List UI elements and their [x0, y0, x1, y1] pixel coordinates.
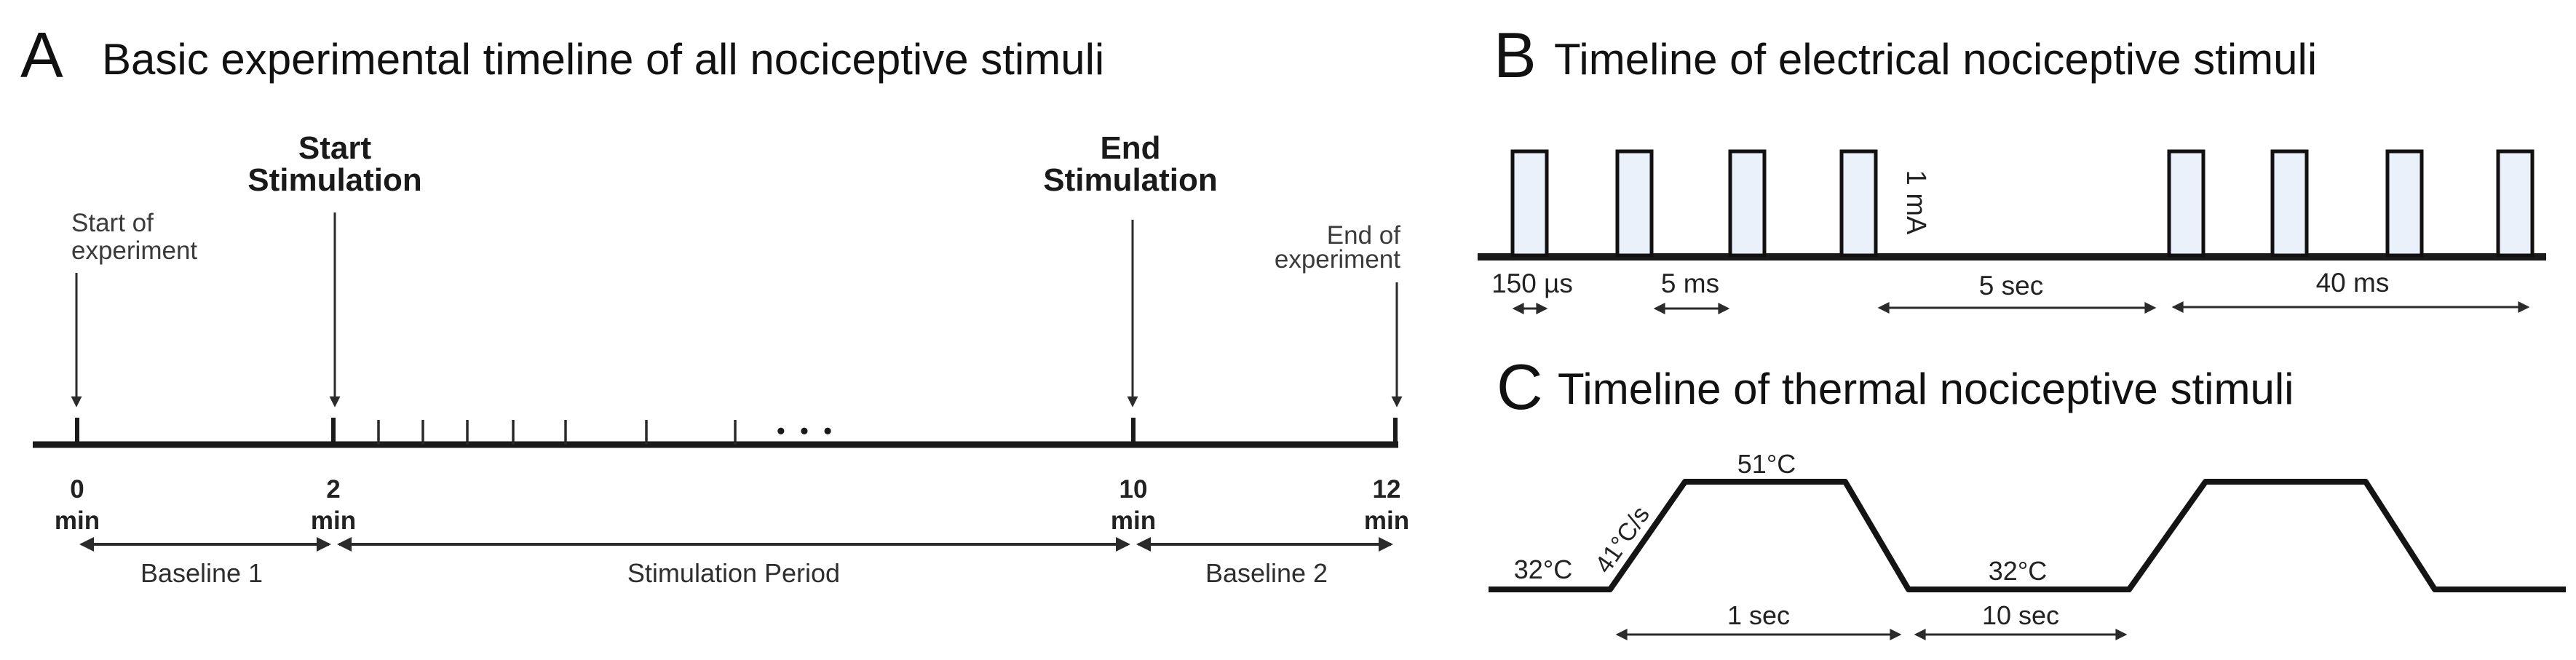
train-duration-label: 40 ms: [2316, 268, 2390, 298]
pulse-5: [2167, 149, 2206, 258]
baseline-phase-duration-label: 10 sec: [1982, 600, 2059, 630]
tick-10-unit: min: [1111, 506, 1156, 535]
electrical-duration-annotations: 150 µs 5 ms 5 sec 40 ms: [1491, 268, 2530, 314]
stimulus-tick-marks: [377, 420, 737, 445]
tick-0-value: 0: [70, 475, 84, 504]
pulse-2: [1615, 149, 1654, 258]
end-of-experiment-line2: experiment: [1275, 245, 1400, 274]
stimulation-period-label: Stimulation Period: [627, 558, 840, 588]
end-stimulation-line1: End: [1100, 130, 1160, 166]
amplitude-label: 1 mA: [1901, 170, 1931, 235]
tick-12-value: 12: [1373, 475, 1401, 504]
end-stimulation-annotation: End Stimulation: [1043, 130, 1218, 407]
baseline-2-label: Baseline 2: [1205, 558, 1328, 588]
panel-a-title: Basic experimental timeline of all nocic…: [102, 35, 1104, 84]
panel-a-basic-timeline: A Basic experimental timeline of all noc…: [20, 19, 1409, 588]
start-of-experiment-line1: Start of: [71, 209, 154, 237]
start-stimulation-line2: Stimulation: [247, 162, 422, 198]
thermal-waveform: [1489, 479, 2566, 592]
continuation-dots: • • •: [777, 418, 836, 444]
tick-0-unit: min: [55, 506, 100, 535]
inter-pulse-interval-label: 5 ms: [1661, 269, 1719, 298]
panel-c-thermal-timeline: C Timeline of thermal nociceptive stimul…: [1489, 351, 2566, 640]
baseline-temp-left-label: 32°C: [1514, 554, 1572, 584]
panel-b-electrical-timeline: B Timeline of electrical nociceptive sti…: [1478, 19, 2546, 314]
panel-c-title: Timeline of thermal nociceptive stimuli: [1558, 365, 2294, 413]
tick-2-value: 2: [326, 475, 340, 504]
electrical-pulse-train: [1510, 149, 2535, 258]
tick-10-value: 10: [1119, 475, 1148, 504]
pulse-7: [2385, 149, 2424, 258]
panel-b-letter: B: [1494, 19, 1537, 91]
thermal-duration-annotations: 1 sec 10 sec: [1615, 600, 2128, 640]
tick-2-unit: min: [311, 506, 356, 535]
peak-phase-duration-label: 1 sec: [1727, 600, 1790, 630]
panel-b-title: Timeline of electrical nociceptive stimu…: [1554, 35, 2317, 84]
start-stimulation-line1: Start: [298, 130, 372, 166]
pulse-3: [1728, 149, 1767, 258]
pulse-1: [1510, 149, 1549, 258]
inter-train-interval-label: 5 sec: [1979, 271, 2043, 301]
tick-12-unit: min: [1364, 506, 1409, 535]
end-of-experiment-line1: End of: [1327, 221, 1400, 250]
timeline-tick-labels: 0 min 2 min 10 min 12 min: [55, 475, 1409, 535]
pulse-width-label: 150 µs: [1491, 269, 1573, 298]
start-stimulation-annotation: Start Stimulation: [247, 130, 422, 407]
end-stimulation-line2: Stimulation: [1043, 162, 1218, 198]
baseline-1-label: Baseline 1: [140, 558, 263, 588]
pulse-8: [2496, 149, 2535, 258]
start-of-experiment-line2: experiment: [71, 236, 197, 265]
baseline-temp-mid-label: 32°C: [1989, 556, 2047, 586]
panel-a-letter: A: [20, 19, 63, 91]
peak-temp-label: 51°C: [1737, 449, 1796, 479]
panel-c-letter: C: [1497, 351, 1543, 423]
period-spans: Baseline 1 Stimulation Period Baseline 2: [79, 537, 1393, 588]
pulse-4: [1839, 149, 1878, 258]
end-of-experiment-annotation: End of experiment: [1275, 221, 1403, 407]
start-of-experiment-annotation: Start of experiment: [71, 209, 197, 407]
pulse-6: [2270, 149, 2309, 258]
timeline-major-ticks: [75, 418, 1398, 445]
